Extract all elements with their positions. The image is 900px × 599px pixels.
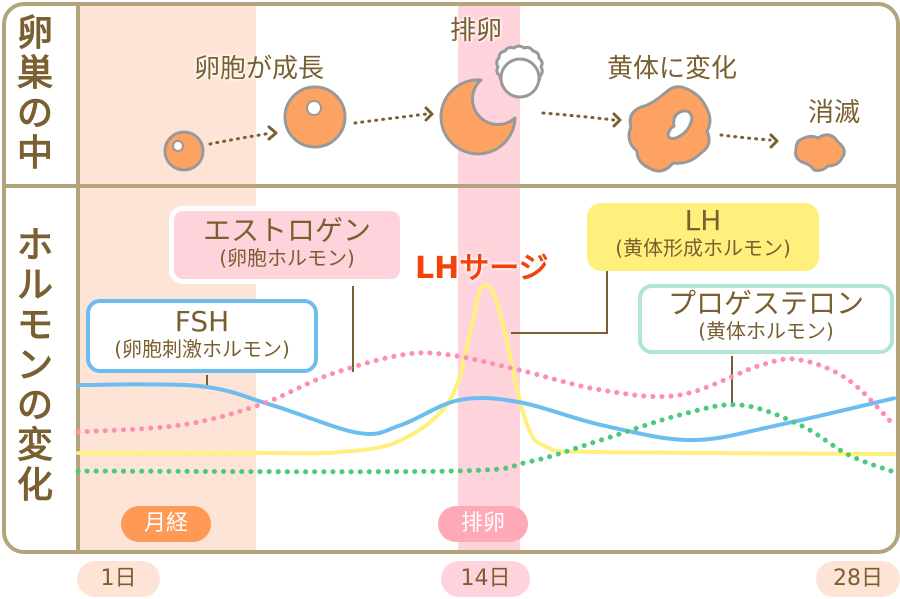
hormone-row-label-char: 化 <box>16 465 53 506</box>
row-label-ovary: 卵巣の中 <box>0 14 70 174</box>
stage-label-corpus-luteum: 黄体に変化 <box>607 54 738 84</box>
arrow-head-3-icon <box>612 112 622 128</box>
hormone-row-label-char: 変 <box>16 425 53 466</box>
corpus-luteum-icon <box>627 85 712 173</box>
arrow-dots-2 <box>353 112 429 125</box>
hormone-row-label-char: ン <box>16 345 53 386</box>
arrow-head-4-icon <box>769 133 779 149</box>
lh-surge-annotation: LHサージ <box>415 251 549 286</box>
x-tick-day-14: 14日 <box>441 561 530 597</box>
ovary-row-label-char: の <box>16 93 53 134</box>
fsh-name: FSH <box>174 305 230 338</box>
hormone-row-label-char: の <box>16 385 53 426</box>
small-follicle-icon <box>163 130 205 172</box>
ovary-row-label-char: 巣 <box>16 53 53 94</box>
ovulation-badge: 排卵 <box>438 506 528 542</box>
row-label-hormone: ホルモンの変化 <box>0 226 70 506</box>
fsh-label: FSH (卵胞刺激ホルモン) <box>86 299 318 373</box>
lh-name: LH <box>684 204 722 237</box>
progesterone-curve <box>75 402 897 475</box>
lh-connector <box>511 271 608 334</box>
stage-label-follicle-growth: 卵胞が成長 <box>194 54 325 84</box>
x-tick-day-28: 28日 <box>816 561 900 597</box>
large-follicle-icon <box>283 85 347 149</box>
ovary-row-label-char: 中 <box>16 133 53 174</box>
arrow-head-1-icon <box>267 125 278 141</box>
arrow-dots-3 <box>541 111 616 122</box>
progesterone-sub: (黄体ホルモン) <box>698 319 834 343</box>
progesterone-name: プロゲステロン <box>667 287 864 320</box>
fsh-sub: (卵胞刺激ホルモン) <box>114 337 290 361</box>
ruptured-follicle-icon <box>439 78 517 156</box>
lh-sub: (黄体形成ホルモン) <box>615 236 791 260</box>
arrow-head-2-icon <box>424 106 434 122</box>
estrogen-sub: (卵胞ホルモン) <box>219 246 355 270</box>
menstruation-badge: 月経 <box>121 506 211 542</box>
arrow-dots-1 <box>208 131 274 146</box>
progesterone-label: プロゲステロン (黄体ホルモン) <box>638 284 894 354</box>
hormone-row-label-char: モ <box>16 305 53 346</box>
egg-icon <box>495 44 544 99</box>
hormone-row-label-char: ホ <box>16 225 53 266</box>
estrogen-name: エストロゲン <box>202 214 371 247</box>
stage-label-ovulation: 排卵 <box>450 16 503 46</box>
estrogen-label: エストロゲン (卵胞ホルモン) <box>169 206 405 284</box>
stage-label-disappear: 消滅 <box>808 98 861 128</box>
corpus-albicans-icon <box>794 133 846 172</box>
row-divider <box>6 184 896 188</box>
x-tick-day-1: 1日 <box>77 561 160 597</box>
hormone-row-label-char: ル <box>16 265 53 306</box>
fsh-curve <box>76 382 896 443</box>
estrogen-curve <box>75 350 897 435</box>
lh-label: LH (黄体形成ホルモン) <box>587 203 819 271</box>
ovary-row-label-char: 卵 <box>16 13 53 54</box>
column-divider <box>76 6 80 550</box>
